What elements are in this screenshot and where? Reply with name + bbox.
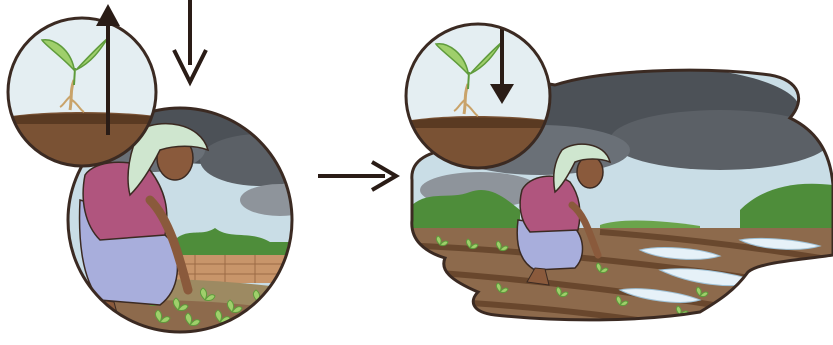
arrow-right-icon xyxy=(318,162,396,190)
arrow-down-icon xyxy=(174,0,206,82)
